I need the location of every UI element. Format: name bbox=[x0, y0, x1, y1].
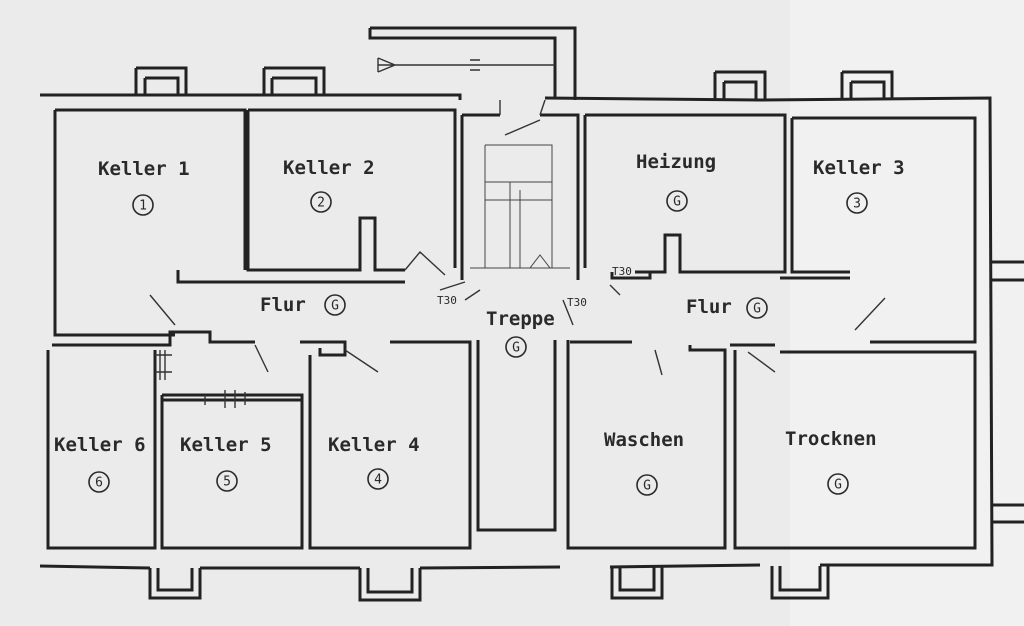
paper-fold bbox=[790, 0, 1024, 626]
room-number-circle bbox=[846, 192, 868, 214]
room-number-keller3: 3 bbox=[853, 197, 861, 212]
room-label-keller3: Keller 3 bbox=[813, 157, 905, 179]
room-label-keller6: Keller 6 bbox=[54, 434, 146, 456]
room-number-circle bbox=[324, 294, 346, 316]
fire-door-label: T30 bbox=[437, 294, 457, 307]
room-number-flur-left: G bbox=[331, 299, 339, 314]
room-number-circle bbox=[132, 194, 154, 216]
room-label-treppe: Treppe bbox=[486, 308, 555, 330]
room-number-heizung: G bbox=[673, 195, 681, 210]
room-label-keller4: Keller 4 bbox=[328, 434, 420, 456]
room-number-circle bbox=[216, 470, 238, 492]
room-number-waschen: G bbox=[643, 479, 651, 494]
room-number-circle bbox=[827, 473, 849, 495]
fire-door-labels: T30 T30 T30 bbox=[437, 265, 632, 309]
room-number-keller4: 4 bbox=[374, 473, 382, 488]
room-number-keller2: 2 bbox=[317, 196, 325, 211]
room-number-treppe: G bbox=[512, 341, 520, 356]
room-number-trocknen: G bbox=[834, 478, 842, 493]
room-label-trocknen: Trocknen bbox=[785, 428, 877, 450]
room-number-keller5: 5 bbox=[223, 475, 231, 490]
room-label-heizung: Heizung bbox=[636, 151, 716, 173]
room-number-keller1: 1 bbox=[139, 199, 147, 214]
room-label-keller5: Keller 5 bbox=[180, 434, 272, 456]
room-label-keller2: Keller 2 bbox=[283, 157, 375, 179]
walls bbox=[39, 26, 1024, 602]
room-number-circle bbox=[636, 474, 658, 496]
room-number-circle bbox=[367, 468, 389, 490]
fire-door-label: T30 bbox=[567, 296, 587, 309]
room-label-flur-right: Flur bbox=[686, 296, 732, 318]
room-label-keller1: Keller 1 bbox=[98, 158, 190, 180]
room-number-circle bbox=[505, 336, 527, 358]
room-number-keller6: 6 bbox=[95, 476, 103, 491]
fire-door-label: T30 bbox=[612, 265, 632, 278]
room-label-waschen: Waschen bbox=[604, 429, 684, 451]
room-number-flur-right: G bbox=[753, 302, 761, 317]
room-number-circle bbox=[310, 191, 332, 213]
room-number-circle bbox=[88, 471, 110, 493]
room-number-circle bbox=[666, 190, 688, 212]
room-label-flur-left: Flur bbox=[260, 294, 306, 316]
room-number-circle bbox=[746, 297, 768, 319]
